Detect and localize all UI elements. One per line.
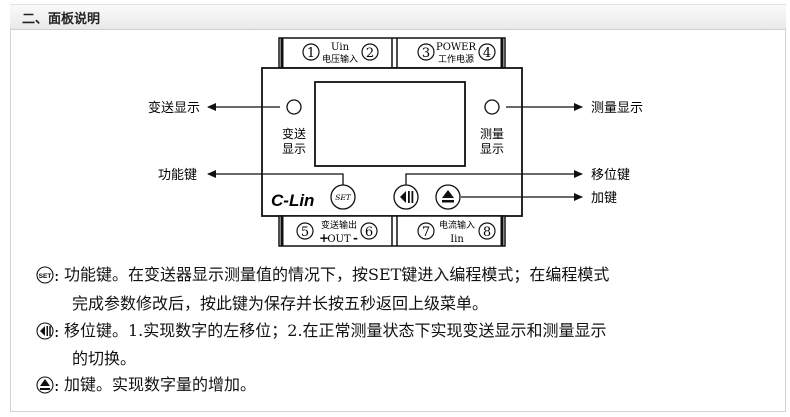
shift-key[interactable]: [393, 184, 419, 210]
section-title: 二、面板说明: [22, 12, 101, 27]
c-lin-logo: C-Lin: [271, 191, 314, 210]
measure-led: [484, 99, 500, 115]
add-key[interactable]: [435, 184, 461, 210]
terminal-block-top: [278, 37, 506, 69]
arrow-function-key: [207, 170, 344, 185]
minus-sign: -: [353, 231, 358, 245]
callout-add-key: 加键: [591, 191, 617, 206]
measure-led-label-1: 测量: [480, 127, 504, 141]
terminal-1-2: 1 2 Uin 电压输入: [302, 42, 379, 65]
terminal-6-circle: [360, 222, 378, 240]
terminal-7-number: 7: [422, 225, 430, 240]
set-key[interactable]: SET: [330, 184, 356, 210]
working-power-label: 工作电源: [438, 53, 474, 65]
terminal-block-bottom: [278, 215, 506, 247]
header-band: [10, 4, 786, 30]
svg-text::: :: [54, 376, 59, 395]
transmit-output-label: 变送输出: [321, 219, 357, 231]
plus-sign: +: [319, 231, 329, 245]
terminal-3-4: 3 4 POWER 工作电源: [417, 42, 496, 65]
callout-function-key: 功能键: [158, 168, 197, 183]
terminal-2-number: 2: [366, 46, 374, 61]
add-key-icon: [36, 376, 54, 394]
callout-measure-display: 测量显示: [591, 101, 643, 116]
out-label: OUT: [327, 234, 351, 245]
uin-label: Uin: [331, 42, 350, 53]
terminal-1-circle: [302, 43, 320, 61]
shift-key-icon: [36, 322, 54, 340]
terminal-5-6: 5 6 变送输出 + OUT -: [296, 219, 378, 245]
power-label: POWER: [436, 42, 477, 53]
content-frame: [10, 28, 786, 412]
shift-key-desc-line1: 移位键。1.实现数字的左移位；2.在正常测量状态下实现变送显示和测量显示: [64, 321, 607, 340]
terminal-5-circle: [296, 222, 314, 240]
measure-led-label-2: 显示: [480, 142, 504, 156]
terminal-7-circle: [417, 222, 435, 240]
terminal-8-circle: [478, 222, 496, 240]
transmit-led: [286, 99, 302, 115]
set-key-desc-line1: 功能键。在变送器显示测量值的情况下，按SET键进入编程模式；在编程模式: [64, 265, 610, 284]
terminal-6-number: 6: [365, 225, 373, 240]
section-header: 二、面板说明: [0, 0, 790, 32]
set-key-desc-line2: 完成参数修改后，按此键为保存并长按五秒返回上级菜单。: [72, 294, 489, 313]
terminal-7-8: 7 8 电流输入 Iin: [417, 219, 496, 245]
terminal-1-number: 1: [307, 46, 315, 61]
add-key-desc-line1: 加键。实现数字量的增加。: [64, 375, 257, 394]
shift-left-icon: [400, 191, 406, 203]
svg-text::: :: [54, 322, 59, 341]
terminal-4-circle: [478, 43, 496, 61]
callout-transmit-display: 变送显示: [148, 100, 200, 116]
current-input-label: 电流输入: [439, 219, 475, 231]
set-icon-text: SET: [39, 273, 52, 280]
terminal-3-circle: [417, 43, 435, 61]
svg-text::: :: [54, 266, 59, 285]
terminal-4-number: 4: [483, 46, 491, 61]
terminal-3-number: 3: [422, 46, 430, 61]
transmit-led-label-2: 显示: [282, 142, 306, 156]
terminal-5-number: 5: [301, 225, 309, 240]
up-triangle-icon: [442, 190, 454, 198]
arrow-shift-key: [405, 170, 583, 185]
terminal-8-number: 8: [483, 225, 491, 240]
lcd-display: [314, 81, 466, 167]
terminal-2-circle: [361, 43, 379, 61]
transmit-led-label-1: 变送: [282, 126, 306, 141]
set-key-icon: SET: [36, 266, 54, 284]
set-key-label: SET: [335, 193, 352, 202]
voltage-input-label: 电压输入: [322, 53, 358, 65]
shift-key-desc-line2: 的切换。: [72, 349, 137, 368]
callout-shift-key: 移位键: [591, 168, 630, 183]
iin-label: Iin: [450, 234, 464, 245]
